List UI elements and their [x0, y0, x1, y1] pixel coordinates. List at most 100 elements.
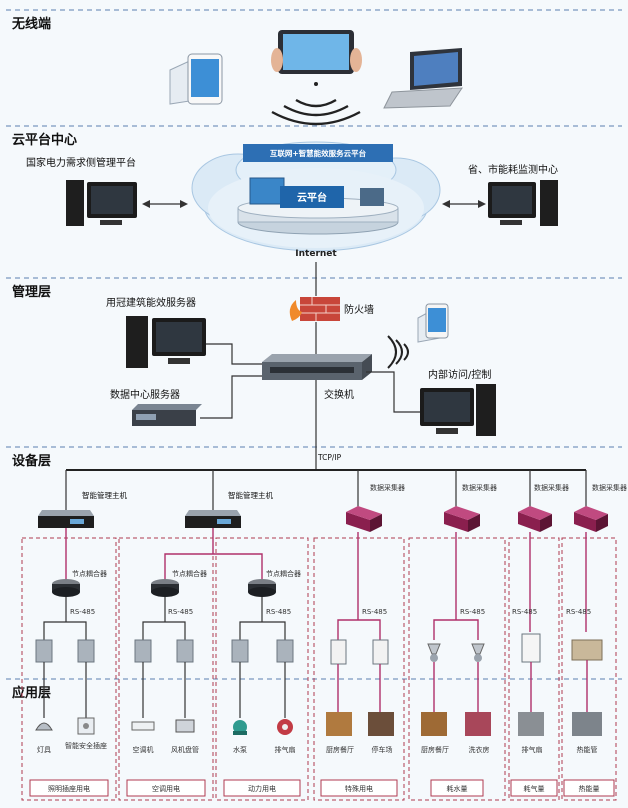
mobile-access-icon [417, 303, 449, 343]
firewall-icon [289, 297, 340, 321]
fan-coil-icon [175, 719, 195, 733]
group-label-box-3 [223, 779, 301, 797]
water-meter-icons [427, 643, 485, 662]
tablet-icon [271, 30, 362, 74]
special-area-photos [326, 712, 602, 736]
layer-title-device: 设备层 [12, 453, 51, 469]
rs485-label-2: RS-485 [168, 608, 193, 616]
rs485-label-6: RS-485 [512, 608, 537, 616]
smart-socket-icon [77, 717, 95, 735]
endpoint-label-8: 停车场 [372, 745, 393, 754]
endpoint-label-6: 排气扇 [275, 745, 296, 754]
data-center-server-icon [132, 404, 202, 426]
endpoint-label-7: 厨房餐厅 [326, 745, 354, 754]
data-collector-3-icon [518, 506, 552, 532]
right-center-label: 省、市能耗监测中心 [468, 163, 558, 176]
branch-bar-2 [142, 621, 186, 640]
left-platform-label: 国家电力需求侧管理平台 [26, 156, 136, 169]
left-desktop-computer-icon [66, 180, 137, 226]
endpoint-label-9: 厨房餐厅 [421, 745, 449, 754]
platform-label-box [280, 186, 344, 208]
pink-line-host-2-branch [164, 553, 263, 580]
rs485-label-7: RS-485 [566, 608, 591, 616]
right-link-arrow-icon [442, 200, 486, 208]
group-label-box-1 [29, 779, 109, 797]
signal-waves-icon [387, 335, 409, 369]
endpoint-label-5: 水泵 [233, 745, 247, 754]
group-label-hvac: 空调用电 [152, 784, 180, 793]
network-switch-icon [262, 354, 372, 380]
branch-bar-4 [337, 619, 381, 640]
data-server-to-switch-line [200, 375, 264, 419]
endpoint-label-2: 智能安全插座 [65, 741, 107, 750]
layer-title-application: 应用层 [12, 685, 51, 701]
rs485-label-3: RS-485 [266, 608, 291, 616]
group-box-special [313, 537, 405, 801]
coupler-2-label: 节点耦合器 [172, 569, 207, 578]
rs485-label-4: RS-485 [362, 608, 387, 616]
internal-access-computer-icon [420, 384, 496, 436]
exhaust-fan-icon [277, 719, 293, 735]
group-label-box-6 [510, 779, 558, 797]
branch-bar-3 [239, 621, 286, 640]
endpoint-label-12: 热能管 [577, 745, 598, 754]
data-collector-1-icon [346, 506, 382, 532]
coupler-3-label: 节点耦合器 [266, 569, 301, 578]
switch-label: 交换机 [324, 388, 354, 401]
cloud-banner-bar [243, 144, 393, 162]
switch-to-internal-line [366, 371, 420, 413]
tcp-ip-label: TCP/IP [317, 453, 342, 462]
host-1-label: 智能管理主机 [82, 490, 127, 500]
group-label-box-4 [320, 779, 398, 797]
group-label-special: 特殊用电 [345, 784, 373, 793]
group-box-power [215, 537, 309, 801]
group-box-hvac [118, 537, 214, 801]
lamp-icon [35, 722, 53, 731]
water-pump-icon [233, 720, 247, 735]
air-conditioner-icon [131, 721, 155, 731]
meter-modules [35, 633, 603, 665]
internal-access-label: 内部访问/控制 [428, 368, 491, 381]
service-server-label: 用冠建筑能效服务器 [106, 296, 196, 309]
host-2-label: 智能管理主机 [228, 490, 273, 500]
cloud-banner: 互联网+智慧能效服务云平台 [270, 148, 367, 158]
right-desktop-computer-icon [488, 180, 558, 226]
group-label-lighting: 照明插座用电 [48, 784, 90, 793]
layer-title-wireless: 无线端 [11, 16, 51, 32]
data-server-label: 数据中心服务器 [110, 388, 180, 401]
wireless-signal-icon [271, 82, 361, 126]
group-box-gas [508, 537, 560, 801]
collector-1-label: 数据采集器 [370, 483, 405, 492]
management-host-1-icon [38, 510, 94, 528]
group-label-gas: 耗气量 [524, 784, 545, 793]
coupler-1-label: 节点耦合器 [72, 569, 107, 578]
service-server-computer-icon [126, 316, 206, 368]
internet-label: Internet [295, 249, 337, 259]
endpoint-label-1: 灯具 [37, 745, 51, 754]
layer-title-cloud: 云平台中心 [12, 132, 77, 148]
endpoint-drop-lines [43, 660, 588, 718]
node-coupler-2-icon [151, 579, 179, 597]
service-server-to-switch-line [206, 343, 264, 365]
group-label-power: 动力用电 [248, 784, 276, 793]
node-coupler-1-icon [52, 579, 80, 597]
branch-bar-1 [43, 621, 87, 640]
endpoint-label-10: 洗衣房 [469, 745, 490, 754]
cloud-platform-label: 云平台 [297, 191, 327, 204]
data-collector-4-icon [574, 506, 608, 532]
group-label-box-5 [430, 779, 484, 797]
group-label-box-2 [126, 779, 206, 797]
group-label-box-7 [563, 779, 615, 797]
collector-3-label: 数据采集器 [534, 483, 569, 492]
laptop-icon [383, 48, 463, 109]
data-collector-2-icon [444, 506, 480, 532]
endpoint-label-11: 排气扇 [522, 745, 543, 754]
management-host-2-icon [185, 510, 241, 528]
group-box-heat [561, 537, 617, 801]
rs485-label-1: RS-485 [70, 608, 95, 616]
endpoint-label-4: 风机盘管 [171, 745, 199, 754]
group-label-water: 耗水量 [447, 784, 468, 793]
smartphone-icon [169, 53, 223, 105]
collector-2-label: 数据采集器 [462, 483, 497, 492]
